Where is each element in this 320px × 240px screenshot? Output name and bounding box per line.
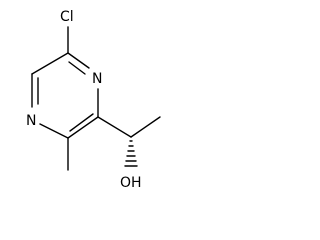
bond-ring-n-ccl-double (68, 61, 86, 75)
bond-ring-n-cme (39, 123, 69, 139)
bond-ring-ccl-ch (31, 52, 69, 75)
atom-label-nitrogen-left: N (26, 113, 36, 129)
pyrazine-ring (31, 52, 99, 139)
bond-carbinol-methyl (130, 116, 161, 138)
molecule-structure: Cl N N OH (26, 9, 161, 191)
atom-label-chlorine: Cl (60, 9, 74, 25)
atom-label-hydroxyl: OH (120, 175, 142, 191)
bond-ring-cme-cside (67, 116, 99, 139)
hashed-wedge-bond (124, 140, 138, 167)
bond-ring-to-carbinol (97, 116, 132, 138)
bond-ring-n-ccl (67, 52, 90, 69)
bond-ring-cme-cside-double (69, 113, 94, 132)
atom-label-nitrogen-top: N (92, 71, 102, 87)
